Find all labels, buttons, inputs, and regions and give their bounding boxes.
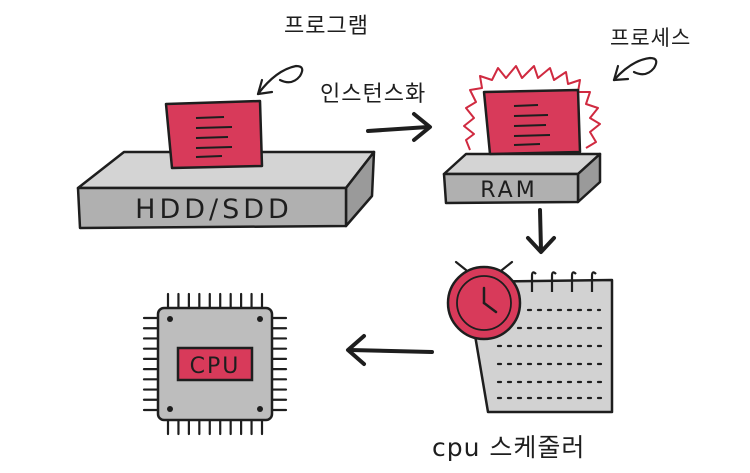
process-document-icon: [482, 88, 582, 156]
process-label: 프로세스: [610, 26, 692, 50]
instantiate-label: 인스턴스화: [320, 82, 427, 107]
clock-icon: [446, 260, 522, 341]
process-callout-arrow-icon: [612, 56, 658, 82]
process-glow: [463, 65, 601, 151]
storage-label: HDD/SDD: [135, 194, 293, 225]
program-callout-arrow-icon: [256, 64, 304, 96]
program-label: 프로그램: [284, 14, 369, 39]
storage-block: HDD/SDD: [76, 150, 376, 230]
instantiate-arrow-icon: [366, 112, 432, 142]
ram-block: RAM: [442, 152, 602, 205]
cpu-chip-icon: CPU: [142, 292, 288, 436]
down-arrow-icon: [526, 208, 556, 254]
cpu-label: CPU: [190, 354, 241, 379]
left-arrow-icon: [346, 334, 434, 366]
scheduler-label: cpu 스케줄러: [432, 433, 586, 462]
ram-label: RAM: [480, 178, 537, 203]
program-document-icon: [164, 99, 264, 170]
